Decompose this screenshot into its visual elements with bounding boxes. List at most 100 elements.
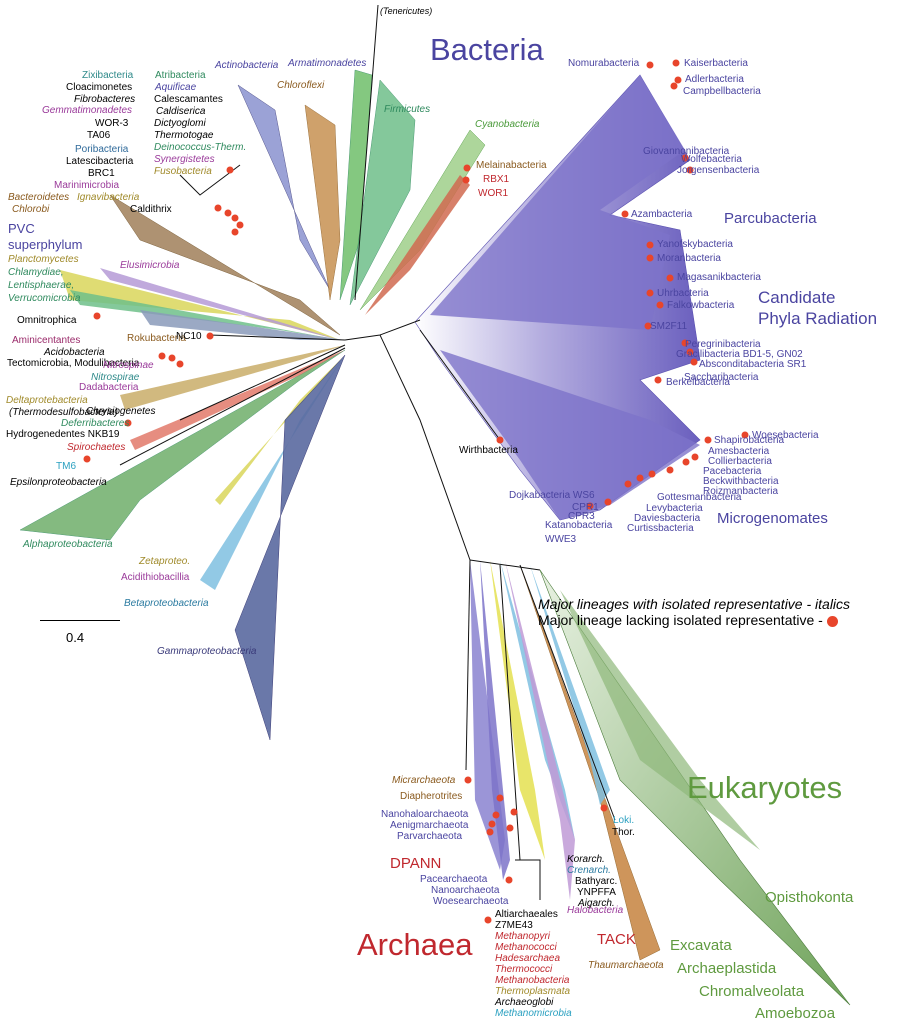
taxon-label-planctomycetes: Planctomycetes (8, 254, 79, 265)
taxon-label-absconditabacteria: Absconditabacteria SR1 (699, 359, 807, 370)
taxon-label-adlerbacteria: Adlerbacteria (685, 74, 744, 85)
center-to-archaea-branch (379, 334, 471, 561)
taxon-label-dojkabacteria: Dojkabacteria WS6 (509, 490, 595, 501)
scale-bar: 0.4 (40, 620, 122, 646)
eukaryotes-label: Eukaryotes (687, 770, 842, 805)
taxon-label-zetaproteo: Zetaproteo. (138, 556, 190, 567)
taxon-label-epsilonproteobacteria: Epsilonproteobacteria (10, 477, 107, 488)
cpr-label-line1: Candidate (758, 288, 836, 307)
loki-fan (530, 565, 610, 805)
taxon-label-acidithiobacillia: Acidithiobacillia (121, 572, 190, 583)
taxon-label-nanoarchaeota: Nanoarchaeota (431, 885, 500, 896)
taxon-label-poribacteria: Poribacteria (75, 144, 129, 155)
legend-italics-text: Major lineages with isolated representat… (538, 596, 851, 612)
taxon-label-thermodesulfo: (Thermodesulfobacteria) (9, 407, 118, 418)
taxon-label-loki: Loki. (613, 815, 634, 826)
tenericutes-branch (354, 4, 379, 301)
pvc-label-line2: superphylum (8, 237, 82, 252)
taxon-label-firmicutes: Firmicutes (384, 104, 430, 115)
taxon-label-thermoplasmata: Thermoplasmata (495, 986, 570, 997)
dpann-label: DPANN (390, 855, 441, 872)
taxon-label-curtissbacteria: Curtissbacteria (627, 523, 694, 534)
taxon-label-cpr1: CPR1 (572, 502, 599, 513)
parcubacteria-label: Parcubacteria (724, 210, 817, 227)
taxon-label-caldithrix: Caldithrix (130, 204, 172, 215)
taxon-label-aquificae: Aquificae (154, 82, 197, 93)
root-to-center-branch (344, 319, 421, 341)
taxon-label-diapherotrites: Diapherotrites (400, 791, 462, 802)
taxon-label-jorgensenbacteria: Jorgensenbacteria (677, 165, 760, 176)
taxon-label-woesebacteria: Woesebacteria (752, 430, 819, 441)
taxon-label-crenarch: Crenarch. (567, 865, 611, 876)
taxon-label-caldiserica: Caldiserica (156, 106, 206, 117)
taxon-label-tm6: TM6 (56, 461, 76, 472)
chrysio-branch (179, 344, 346, 421)
taxon-label-pacebacteria: Pacebacteria (703, 466, 762, 477)
archaea-label: Archaea (357, 927, 473, 962)
taxon-labels: (Tenericutes)ArmatimonadetesActinobacter… (6, 6, 854, 1022)
verrucomicrobia-fan (70, 290, 340, 340)
taxon-label-berkelbacteria: Berkelbacteria (666, 377, 730, 388)
taxon-label-moranbacteria: Moranbacteria (657, 253, 721, 264)
legend-dot-line: Major lineage lacking isolated represent… (538, 612, 838, 628)
taxon-label-wor1: WOR1 (478, 188, 508, 199)
taxon-label-micrarchaeota: Micrarchaeota (392, 775, 456, 786)
scale-bar-label: 0.4 (66, 630, 85, 645)
taxon-label-deltaproteobacteria: Deltaprotebacteria (6, 395, 88, 406)
taxon-label-excavata: Excavata (670, 937, 732, 954)
taxon-label-omnitrophica: Omnitrophica (17, 315, 77, 326)
taxon-label-armatimonadetes: Armatimonadetes (287, 58, 366, 69)
taxon-label-bacteroidetes: Bacteroidetes (8, 192, 69, 203)
taxon-label-alphaproteobacteria: Alphaproteobacteria (22, 539, 113, 550)
thermoplasmata-fan (490, 560, 545, 860)
taxon-label-cyanobacteria: Cyanobacteria (475, 119, 540, 130)
taxon-label-wirthbacteria: Wirthbacteria (459, 445, 518, 456)
eukaryotes-fan (539, 569, 851, 1006)
taxon-label-peregrinibacteria: Peregrinibacteria (685, 339, 761, 350)
taxon-label-thor: Thor. (612, 827, 635, 838)
taxon-label-actinobacteria: Actinobacteria (214, 60, 279, 71)
taxon-label-uhrbacteria: Uhrbacteria (657, 288, 709, 299)
taxon-label-saccharibacteria: Saccharibacteria (684, 372, 759, 383)
taxon-label-ignavibacteria: Ignavibacteria (77, 192, 140, 203)
thor-branch (519, 564, 616, 821)
taxon-label-azambacteria: Azambacteria (631, 209, 693, 220)
taxon-label-hydrogenedentes: Hydrogenedentes NKB19 (6, 429, 120, 440)
taxon-label-cloacimonetes: Cloacimonetes (66, 82, 132, 93)
taxon-label-calescamantes: Calescamantes (154, 94, 223, 105)
taxon-label-chlamydiae: Chlamydiae, (8, 267, 64, 278)
taxon-label-tectomicrobia: Tectomicrobia, Modulibacteria (7, 358, 140, 369)
taxon-label-gemmatimonadetes: Gemmatimonadetes (42, 105, 132, 116)
taxon-label-nanohaloarchaeota: Nanohaloarchaeota (381, 809, 469, 820)
taxon-label-hadesarchaea: Hadesarchaea (495, 953, 560, 964)
dpann-bracket (515, 859, 541, 900)
taxon-label-verrucomicrobia: Verrucomicrobia (8, 293, 81, 304)
taxon-label-kaiserbacteria: Kaiserbacteria (684, 58, 748, 69)
taxon-label-gammaproteobacteria: Gammaproteobacteria (157, 646, 257, 657)
taxon-label-rbx1: RBX1 (483, 174, 510, 185)
taxon-label-archaeoglobi: Archaeoglobi (494, 997, 554, 1008)
taxon-label-katanobacteria: Katanobacteria (545, 520, 613, 531)
taxon-label-bathyarc: Bathyarc. (575, 876, 617, 887)
taxon-label-fusobacteria: Fusobacteria (154, 166, 212, 177)
taxon-label-methanobacteria: Methanobacteria (495, 975, 570, 986)
taxon-label-woesearchaeota: Woesearchaeota (433, 896, 509, 907)
taxon-label-aenigmarchaeota: Aenigmarchaeota (390, 820, 469, 831)
micrarch-branch (465, 559, 471, 771)
omnitrophica-fan (140, 310, 345, 340)
taxon-label-chlorobi: Chlorobi (12, 204, 50, 215)
taxon-label-nomurabacteria: Nomurabacteria (568, 58, 640, 69)
alphaproteobacteria-fan (19, 349, 346, 541)
taxon-label-korarch: Korarch. (567, 854, 605, 865)
taxon-label-falkowbacteria: Falkowbacteria (667, 300, 735, 311)
taxon-label-gottesmanbacteria: Gottesmanbacteria (657, 492, 742, 503)
taxon-label-parvarchaeota: Parvarchaeota (397, 831, 462, 842)
taxon-label-amesbacteria: Amesbacteria (708, 446, 770, 457)
taxon-label-betaproteobacteria: Betaproteobacteria (124, 598, 209, 609)
legend-italics-line: Major lineages with isolated representat… (538, 596, 850, 612)
taxon-label-chromalveolata: Chromalveolata (699, 983, 805, 1000)
taxon-label-dictyoglomi: Dictyoglomi (154, 118, 206, 129)
taxon-label-wor3: WOR-3 (95, 118, 129, 129)
melainabacteria-fan (365, 175, 470, 315)
taxon-label-wwe3: WWE3 (545, 534, 577, 545)
